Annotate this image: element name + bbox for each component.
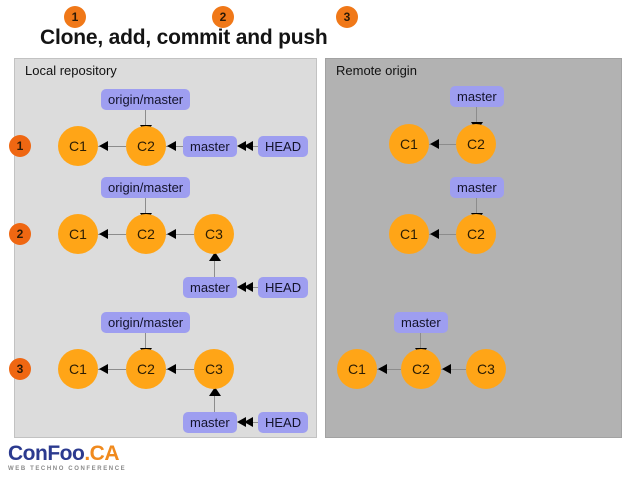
panel-remote-title: Remote origin bbox=[336, 63, 417, 78]
edge-master-to-c2-remote-1 bbox=[476, 107, 477, 127]
commit-node-c2-local-1: C2 bbox=[126, 126, 166, 166]
arrowhead-left-master-local-1 bbox=[237, 141, 246, 151]
panel-local-repository: Local repository 1 origin/master C1 C2 m… bbox=[9, 58, 317, 438]
panel-remote-origin: Remote origin master C1 C2 master C1 C2 … bbox=[325, 58, 622, 438]
row-badge-local-1: 1 bbox=[9, 135, 31, 157]
commit-node-c2-local-3: C2 bbox=[126, 349, 166, 389]
edge-origin-master-to-c2-local-2 bbox=[145, 198, 146, 218]
arrowhead-left-c1-local-3 bbox=[99, 364, 108, 374]
commit-node-c1-local-1: C1 bbox=[58, 126, 98, 166]
arrowhead-left-master-local-3b bbox=[244, 417, 253, 427]
commit-node-c1-remote-2: C1 bbox=[389, 214, 429, 254]
edge-c3-to-c2-local-3 bbox=[166, 369, 194, 370]
arrowhead-left-master-local-3 bbox=[237, 417, 246, 427]
ref-head-local-1: HEAD bbox=[258, 136, 309, 157]
logo-name-primary: ConFoo bbox=[8, 442, 85, 465]
commit-node-c1-local-3: C1 bbox=[58, 349, 98, 389]
ref-head-local-2: HEAD bbox=[258, 277, 309, 298]
arrowhead-left-c1-remote-1 bbox=[430, 139, 439, 149]
arrowhead-left-master-local-2b bbox=[244, 282, 253, 292]
logo-name-dot: . bbox=[84, 442, 90, 465]
edge-master-to-c2-remote-2 bbox=[476, 198, 477, 218]
edge-c2-to-c1-remote-2 bbox=[429, 234, 456, 235]
commit-node-c3-remote-3: C3 bbox=[466, 349, 506, 389]
edge-master-to-c2-local-1 bbox=[166, 146, 194, 147]
commit-node-c1-remote-3: C1 bbox=[337, 349, 377, 389]
edge-master-to-c3-local-2 bbox=[214, 255, 215, 277]
arrowhead-left-master-local-1b bbox=[244, 141, 253, 151]
arrowhead-left-c1-local-1 bbox=[99, 141, 108, 151]
ref-master-local-1: master bbox=[183, 136, 237, 157]
edge-c2-to-c1-local-1 bbox=[98, 146, 126, 147]
arrowhead-left-c2-local-2 bbox=[167, 229, 176, 239]
logo-name-suffix: CA bbox=[89, 442, 120, 465]
edge-c2-to-c1-local-3 bbox=[98, 369, 126, 370]
edge-c2-to-c1-remote-3 bbox=[377, 369, 401, 370]
commit-node-c3-local-3: C3 bbox=[194, 349, 234, 389]
edge-origin-master-to-c2-local-1 bbox=[145, 110, 146, 130]
row-badge-local-2: 2 bbox=[9, 223, 31, 245]
arrowhead-left-c1-local-2 bbox=[99, 229, 108, 239]
edge-master-to-c3-local-3 bbox=[214, 390, 215, 412]
arrowhead-left-c2-local-3 bbox=[167, 364, 176, 374]
ref-master-remote-1: master bbox=[450, 86, 504, 107]
edge-origin-master-to-c2-local-3 bbox=[145, 333, 146, 353]
arrowhead-left-c1-remote-3 bbox=[378, 364, 387, 374]
ref-master-local-3: master bbox=[183, 412, 237, 433]
arrowhead-left-c1-remote-2 bbox=[430, 229, 439, 239]
commit-node-c1-local-2: C1 bbox=[58, 214, 98, 254]
commit-node-c2-remote-1: C2 bbox=[456, 124, 496, 164]
edge-c3-to-c2-remote-3 bbox=[441, 369, 466, 370]
arrowhead-up-c3-local-2 bbox=[209, 252, 221, 261]
step-marker-2: 2 bbox=[212, 6, 234, 28]
arrowhead-left-c2-local-1 bbox=[167, 141, 176, 151]
arrowhead-left-master-local-2 bbox=[237, 282, 246, 292]
commit-node-c1-remote-1: C1 bbox=[389, 124, 429, 164]
edge-c2-to-c1-local-2 bbox=[98, 234, 126, 235]
commit-node-c2-remote-3: C2 bbox=[401, 349, 441, 389]
step-marker-3: 3 bbox=[336, 6, 358, 28]
arrowhead-left-c2-remote-3 bbox=[442, 364, 451, 374]
ref-origin-master-local-2: origin/master bbox=[101, 177, 191, 198]
ref-master-local-2: master bbox=[183, 277, 237, 298]
row-badge-local-3: 3 bbox=[9, 358, 31, 380]
edge-c2-to-c1-remote-1 bbox=[429, 144, 456, 145]
edge-master-to-c2-remote-3 bbox=[420, 333, 421, 353]
logo-wordmark: ConFoo.CA bbox=[8, 443, 126, 464]
ref-head-local-3: HEAD bbox=[258, 412, 309, 433]
commit-node-c3-local-2: C3 bbox=[194, 214, 234, 254]
page-title: Clone, add, commit and push bbox=[40, 26, 328, 49]
commit-node-c2-local-2: C2 bbox=[126, 214, 166, 254]
edge-c3-to-c2-local-2 bbox=[166, 234, 194, 235]
ref-master-remote-3: master bbox=[394, 312, 448, 333]
panel-local-title: Local repository bbox=[25, 63, 117, 78]
step-marker-1: 1 bbox=[64, 6, 86, 28]
confoo-logo: ConFoo.CA WEB TECHNO CONFERENCE bbox=[8, 443, 126, 472]
ref-master-remote-2: master bbox=[450, 177, 504, 198]
ref-origin-master-local-1: origin/master bbox=[101, 89, 191, 110]
ref-origin-master-local-3: origin/master bbox=[101, 312, 191, 333]
commit-node-c2-remote-2: C2 bbox=[456, 214, 496, 254]
arrowhead-up-c3-local-3 bbox=[209, 387, 221, 396]
logo-tagline: WEB TECHNO CONFERENCE bbox=[8, 466, 127, 472]
